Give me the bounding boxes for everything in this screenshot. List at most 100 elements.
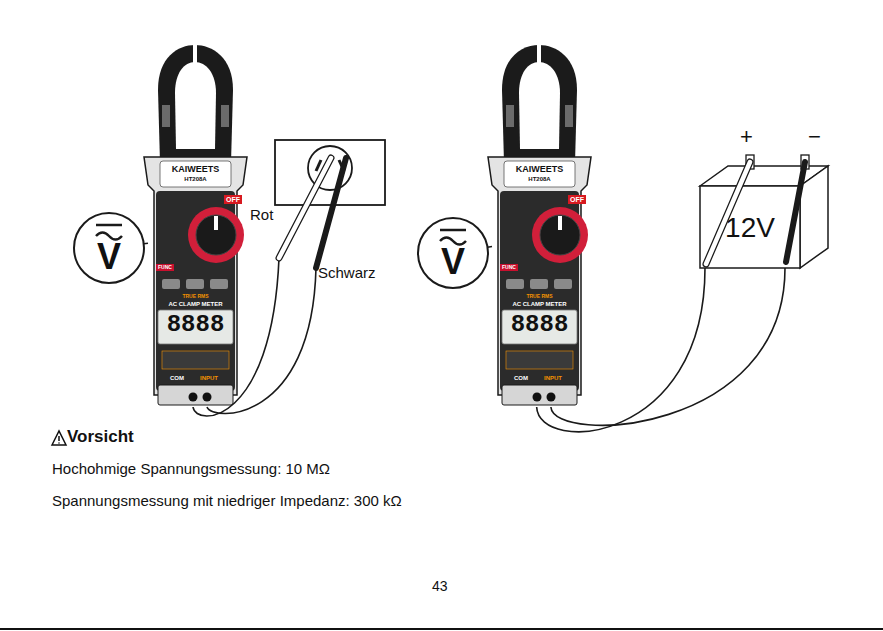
caution-note: Spannungsmessung mit niedriger Impedanz:… bbox=[52, 493, 402, 508]
jaw-marking bbox=[162, 105, 170, 127]
brand-plate bbox=[160, 161, 231, 187]
ac-tilde bbox=[440, 238, 466, 245]
warning-mark bbox=[58, 436, 60, 441]
magnifier-leader bbox=[144, 243, 148, 245]
battery-box: 12V bbox=[700, 186, 800, 268]
red-probe-outline bbox=[279, 158, 331, 258]
test-lead-wire bbox=[537, 268, 705, 432]
function-button bbox=[530, 279, 548, 289]
function-button bbox=[162, 279, 180, 289]
battery-voltage: 12V bbox=[700, 214, 800, 242]
dc-bar bbox=[440, 229, 466, 232]
dc-bar bbox=[96, 224, 122, 227]
front-panel bbox=[500, 191, 579, 391]
red-probe bbox=[279, 158, 331, 258]
dial-pointer bbox=[214, 216, 218, 230]
com-jack-label: COM bbox=[170, 375, 184, 381]
negative-terminal bbox=[801, 155, 809, 169]
model-label: HT208A bbox=[492, 176, 587, 182]
jaw-marking bbox=[565, 105, 573, 127]
warning-dot bbox=[58, 442, 60, 444]
magnifier-circle: V bbox=[416, 216, 490, 290]
page-number: 43 bbox=[432, 579, 448, 593]
jaw-opening bbox=[519, 62, 560, 149]
page-rule bbox=[0, 628, 883, 630]
rating-plate bbox=[162, 351, 229, 369]
func-button: FUNC bbox=[156, 264, 174, 271]
off-tag: OFF bbox=[224, 195, 242, 204]
ac-tilde bbox=[96, 233, 122, 240]
wire-color-label: Rot bbox=[250, 207, 273, 222]
test-lead-wire bbox=[193, 258, 279, 416]
input-jack bbox=[547, 393, 556, 402]
black-probe bbox=[786, 162, 805, 262]
dial-ring bbox=[188, 207, 244, 263]
test-lead-wire bbox=[207, 268, 316, 414]
socket-slot bbox=[316, 160, 321, 171]
model-label: HT208A bbox=[148, 176, 243, 182]
jaw-gap bbox=[193, 44, 197, 63]
function-button bbox=[210, 279, 228, 289]
rotary-dial bbox=[540, 215, 580, 255]
battery-top bbox=[700, 166, 828, 186]
true-rms-label: TRUE RMS bbox=[148, 294, 243, 299]
magnifier-circle-shape bbox=[416, 216, 490, 290]
battery-side bbox=[800, 166, 828, 268]
lcd-display bbox=[502, 310, 577, 344]
com-jack bbox=[189, 393, 198, 402]
meter-type-label: AC CLAMP METER bbox=[148, 301, 243, 307]
true-rms-label: TRUE RMS bbox=[492, 294, 587, 299]
func-button: FUNC bbox=[500, 264, 518, 271]
socket-frame bbox=[275, 140, 385, 205]
brand-label: KAIWEETS bbox=[492, 165, 587, 174]
jaw-marking bbox=[221, 105, 229, 127]
input-jack-label: INPUT bbox=[200, 375, 218, 381]
jaw-opening bbox=[175, 62, 216, 149]
polarity-sign: − bbox=[808, 126, 821, 148]
magnifier-outline bbox=[74, 213, 144, 283]
caution-note: Hochohmige Spannungsmessung: 10 MΩ bbox=[52, 461, 330, 476]
clamp-jaw bbox=[502, 45, 577, 163]
jack-panel bbox=[502, 385, 577, 405]
input-jack-label: INPUT bbox=[544, 375, 562, 381]
jack-panel bbox=[158, 385, 233, 405]
meter-housing bbox=[144, 157, 247, 395]
battery-box-shape bbox=[700, 186, 800, 268]
wire-color-label: Schwarz bbox=[318, 265, 376, 280]
magnifier-circle: V bbox=[72, 211, 146, 285]
caution-heading: Vorsicht bbox=[67, 428, 134, 445]
magnifier-outline bbox=[418, 218, 488, 288]
voltage-symbol: V bbox=[72, 239, 146, 275]
com-jack-label: COM bbox=[514, 375, 528, 381]
socket-slot bbox=[339, 160, 344, 171]
dial-pointer bbox=[558, 216, 562, 230]
front-panel bbox=[156, 191, 235, 391]
input-jack bbox=[203, 393, 212, 402]
clamp-meter: KAIWEETS HT208A OFF FUNC TRUE RMS AC CLAMP ME… bbox=[492, 45, 587, 407]
rotary-dial bbox=[196, 215, 236, 255]
positive-terminal bbox=[746, 155, 754, 169]
black-probe bbox=[316, 158, 346, 268]
clamp-meter-shape bbox=[148, 45, 243, 407]
magnifier-circle-shape bbox=[72, 211, 146, 285]
warning-triangle bbox=[52, 431, 66, 445]
off-tag: OFF bbox=[568, 195, 586, 204]
dial-ring bbox=[532, 207, 588, 263]
meter-housing bbox=[488, 157, 591, 395]
magnifier-leader bbox=[488, 246, 492, 248]
brand-plate bbox=[504, 161, 575, 187]
lcd-display bbox=[158, 310, 233, 344]
rating-plate bbox=[506, 351, 573, 369]
clamp-jaw bbox=[158, 45, 233, 163]
red-probe bbox=[706, 162, 750, 264]
function-button bbox=[186, 279, 204, 289]
brand-label: KAIWEETS bbox=[148, 165, 243, 174]
clamp-meter: KAIWEETS HT208A OFF FUNC TRUE RMS AC CLAMP ME… bbox=[148, 45, 243, 407]
jaw-gap bbox=[537, 44, 541, 63]
meter-type-label: AC CLAMP METER bbox=[492, 301, 587, 307]
